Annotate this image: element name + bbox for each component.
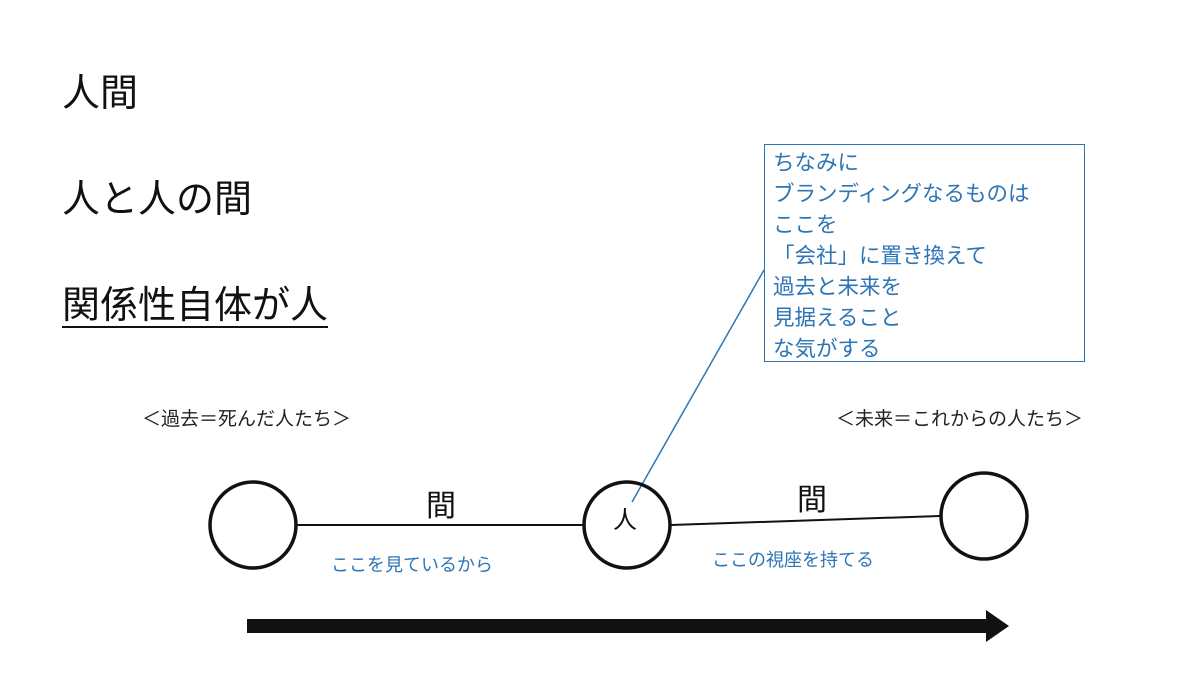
caption-left: ここを見ているから bbox=[331, 555, 493, 576]
note-line: な気がする bbox=[773, 337, 881, 362]
heading-human: 人間 bbox=[62, 71, 139, 115]
note-line: 「会社」に置き換えて bbox=[773, 244, 987, 269]
connector-person-to-future bbox=[670, 515, 941, 526]
time-arrow-head bbox=[986, 610, 1009, 642]
past-label: ＜過去＝死んだ人たち＞ bbox=[142, 408, 352, 430]
future-node bbox=[939, 471, 1029, 561]
person-node bbox=[582, 480, 672, 570]
note-callout-box: ちなみに ブランディングなるものは ここを 「会社」に置き換えて 過去と未来を … bbox=[764, 144, 1085, 362]
callout-pointer bbox=[631, 269, 765, 503]
person-node-label: 人 bbox=[613, 506, 637, 534]
note-line: ちなみに bbox=[773, 151, 860, 176]
time-arrow-shaft bbox=[247, 619, 992, 633]
future-label: ＜未来＝これからの人たち＞ bbox=[836, 408, 1084, 430]
caption-right: ここの視座を持てる bbox=[712, 550, 874, 571]
between-label-right: 間 bbox=[797, 483, 827, 518]
past-node bbox=[208, 480, 298, 570]
heading-between-people: 人と人の間 bbox=[62, 177, 253, 221]
note-line: 見据えること bbox=[773, 306, 902, 331]
note-line: ブランディングなるものは bbox=[773, 182, 1030, 207]
heading-relationship-is-human: 関係性自体が人 bbox=[62, 283, 329, 327]
note-line: ここを bbox=[773, 213, 838, 238]
note-line: 過去と未来を bbox=[773, 275, 903, 300]
between-label-left: 間 bbox=[426, 489, 456, 524]
